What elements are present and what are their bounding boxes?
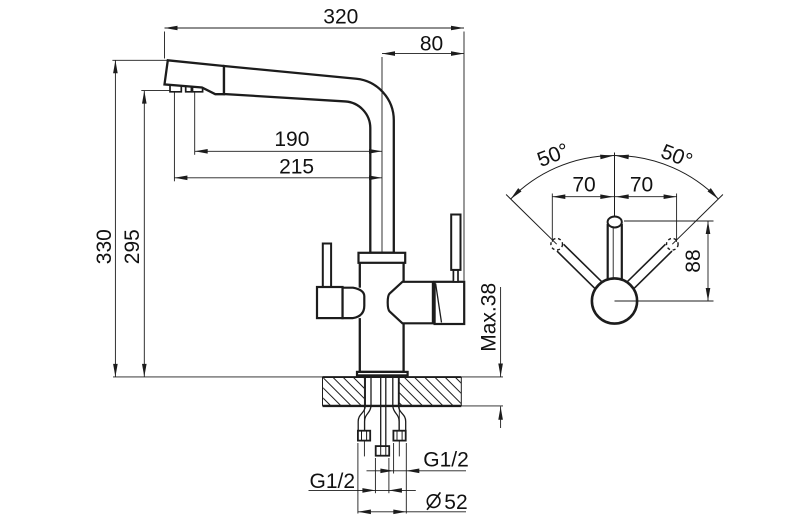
svg-text:70: 70	[630, 174, 653, 197]
svg-text:88: 88	[682, 249, 705, 272]
svg-text:52: 52	[444, 491, 467, 514]
svg-text:320: 320	[323, 6, 358, 29]
svg-text:Max.38: Max.38	[478, 283, 501, 352]
svg-text:190: 190	[274, 128, 309, 151]
svg-text:80: 80	[420, 33, 443, 56]
svg-text:G1/2: G1/2	[310, 470, 356, 493]
svg-text:330: 330	[93, 229, 116, 264]
svg-text:215: 215	[279, 156, 314, 179]
svg-text:295: 295	[121, 229, 144, 264]
svg-text:G1/2: G1/2	[423, 449, 469, 472]
svg-text:70: 70	[572, 174, 595, 197]
